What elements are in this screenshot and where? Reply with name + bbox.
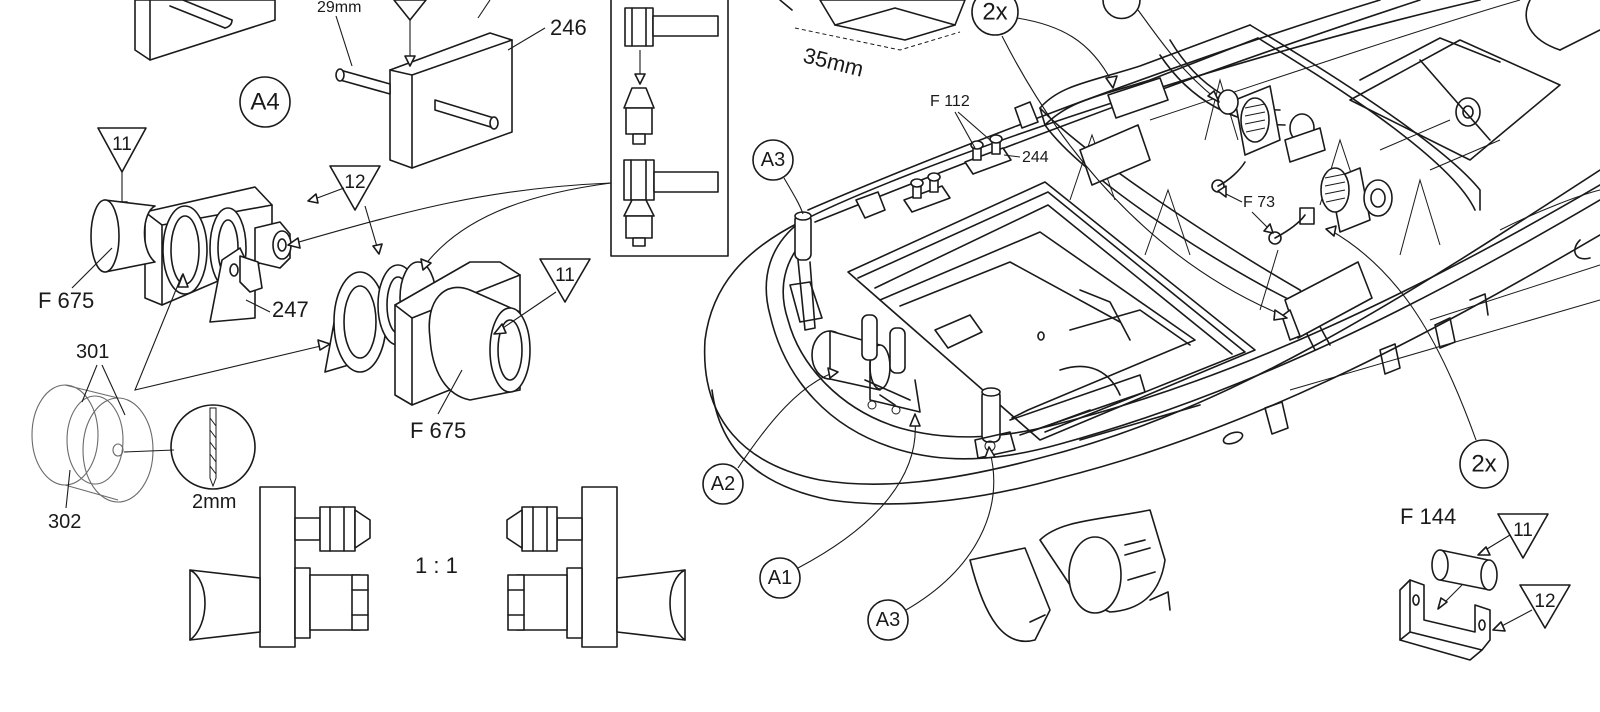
part-301-label: 301 — [76, 341, 109, 363]
triangle-cutoff-top — [393, 0, 427, 67]
cleats-f112 — [855, 101, 1039, 219]
svg-text:2x: 2x — [982, 0, 1007, 26]
dim-2mm-label: 2mm — [192, 491, 236, 513]
triangle-12-mid: 12 — [307, 165, 383, 255]
block-246 — [335, 32, 513, 169]
part-244-label: 244 — [1022, 149, 1049, 166]
callout-qty-right: 2x — [1459, 439, 1509, 489]
dim-29mm-label: 29mm — [317, 0, 361, 16]
part-f112-label: F 112 — [930, 93, 970, 110]
callout-a4: A4 — [239, 76, 291, 128]
scale-label: 1 : 1 — [415, 553, 458, 578]
part-246-label: 246 — [550, 15, 587, 40]
callout-a1: A1 — [759, 557, 801, 599]
part-f675-right-label: F 675 — [410, 418, 466, 443]
winch-side-view-right — [506, 486, 686, 648]
svg-text:11: 11 — [1513, 520, 1533, 541]
winch-side-view-left — [189, 486, 371, 648]
top-middle-parts — [779, 0, 966, 51]
callout-qty-top: 2x — [971, 0, 1019, 36]
bracket-f144 — [1399, 549, 1498, 661]
svg-text:A3: A3 — [876, 609, 900, 631]
winch-assembly-right — [324, 261, 531, 406]
callout-a3-bottom: A3 — [867, 599, 909, 641]
triangle-11-right: 11 — [1497, 513, 1549, 559]
detail-box-bollards — [610, 0, 729, 257]
cockpit-hatch — [847, 181, 1256, 441]
hull-side-details — [1222, 293, 1489, 445]
top-left-block — [134, 0, 276, 61]
part-f675-left-label: F 675 — [38, 288, 94, 313]
drill-bit-detail — [170, 404, 256, 490]
svg-text:12: 12 — [344, 172, 365, 193]
svg-text:A1: A1 — [768, 567, 792, 589]
callout-a3-top: A3 — [752, 139, 794, 181]
callout-a2: A2 — [702, 463, 744, 505]
triangle-12-right: 12 — [1519, 584, 1571, 629]
svg-text:A4: A4 — [250, 89, 279, 116]
roll-cage — [1039, 24, 1481, 351]
part-f144-label: F 144 — [1400, 504, 1456, 529]
part-f73-label: F 73 — [1243, 194, 1275, 211]
winch-assembly-left — [90, 186, 292, 323]
bow-equipment — [789, 211, 1016, 459]
triangle-11-mid: 11 — [493, 258, 591, 335]
svg-text:A2: A2 — [711, 473, 735, 495]
part-247-label: 247 — [272, 297, 309, 322]
part-302-label: 302 — [48, 511, 81, 533]
svg-text:11: 11 — [112, 134, 132, 155]
svg-text:12: 12 — [1534, 591, 1555, 612]
svg-text:A3: A3 — [761, 149, 785, 171]
deck-winches-f73 — [1211, 85, 1393, 245]
upper-right-structure — [1349, 0, 1600, 260]
spool-301-302 — [31, 384, 154, 503]
propeller-skeg — [969, 509, 1171, 643]
svg-text:11: 11 — [555, 265, 575, 286]
svg-text:2x: 2x — [1471, 451, 1496, 478]
dim-35mm-label: 35mm — [801, 43, 866, 82]
